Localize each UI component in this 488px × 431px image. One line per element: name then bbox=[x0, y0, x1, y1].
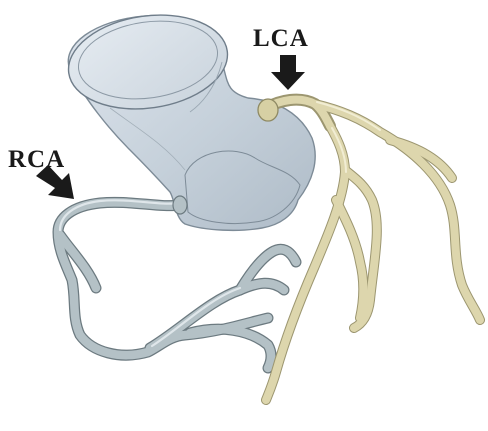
lca-label: LCA bbox=[253, 26, 309, 51]
rca-label: RCA bbox=[8, 147, 65, 172]
lca-arrow-icon bbox=[271, 55, 305, 90]
